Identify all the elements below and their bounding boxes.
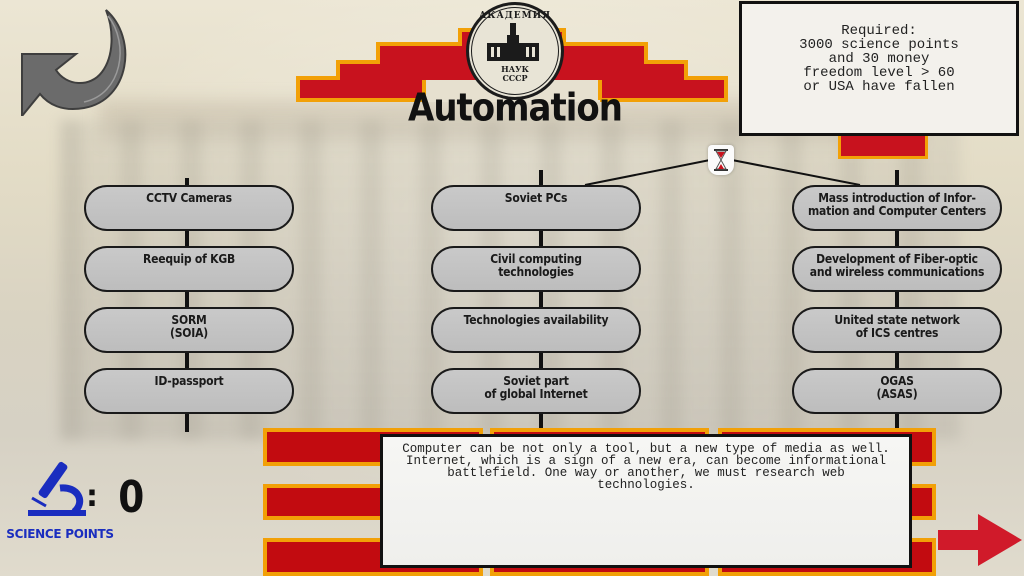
requirements-tab: [838, 134, 928, 159]
tech-node-label: Soviet PCs: [504, 191, 568, 205]
tech-node-label: Mass introduction of Infor- mation and C…: [807, 191, 987, 218]
building-icon: [487, 23, 539, 61]
tech-node-reequip-of-kgb[interactable]: Reequip of KGB: [84, 246, 294, 292]
curved-back-arrow-icon: [21, 9, 127, 119]
tech-node-soviet-pcs[interactable]: Soviet PCs: [431, 185, 641, 231]
science-points-colon: :: [86, 479, 98, 514]
tech-node-cctv-cameras[interactable]: CCTV Cameras: [84, 185, 294, 231]
tech-node-label: Soviet part of global Internet: [484, 374, 588, 401]
hourglass-icon: [714, 149, 728, 171]
description-panel: Computer can be not only a tool, but a n…: [380, 434, 912, 568]
seal-line-1: НАУК: [501, 64, 529, 74]
requirement-line: 3000 science points: [799, 37, 959, 53]
tech-node-label: CCTV Cameras: [146, 191, 232, 205]
requirements-panel: Required: 3000 science points and 30 mon…: [739, 1, 1019, 136]
tech-node-soviet-internet[interactable]: Soviet part of global Internet: [431, 368, 641, 414]
tech-node-label: Technologies availability: [463, 313, 609, 327]
tech-node-computer-centers[interactable]: Mass introduction of Infor- mation and C…: [792, 185, 1002, 231]
science-points-label: SCIENCE POINTS: [6, 527, 114, 541]
page-title: Automation: [408, 85, 623, 131]
science-points-value: 0: [118, 472, 145, 523]
requirement-line: Required:: [841, 23, 917, 39]
next-button[interactable]: [936, 512, 1024, 568]
tech-node-id-passport[interactable]: ID-passport: [84, 368, 294, 414]
academy-seal-logo: АКАДЕМИЯ НАУК СССР: [466, 2, 564, 100]
tech-node-fiber-optic[interactable]: Development of Fiber-optic and wireless …: [792, 246, 1002, 292]
microscope-icon: [28, 461, 86, 516]
requirement-line: or USA have fallen: [803, 79, 955, 95]
research-timer-badge: [708, 145, 734, 175]
description-text: Computer can be not only a tool, but a n…: [402, 442, 890, 492]
tech-node-civil-computing[interactable]: Civil computing technologies: [431, 246, 641, 292]
tech-node-label: Development of Fiber-optic and wireless …: [809, 252, 985, 279]
science-points-indicator: [26, 458, 98, 522]
tech-node-technologies-availability[interactable]: Technologies availability: [431, 307, 641, 353]
seal-top-text: АКАДЕМИЯ: [478, 11, 552, 21]
tech-node-label: ID-passport: [154, 374, 224, 388]
seal-bottom-text: НАУК СССР: [469, 65, 561, 83]
requirement-line: freedom level > 60: [803, 65, 955, 81]
tech-node-label: United state network of ICS centres: [834, 313, 960, 340]
tech-node-label: SORM (SOIA): [170, 313, 208, 340]
tech-node-label: OGAS (ASAS): [876, 374, 918, 401]
tech-node-ogas[interactable]: OGAS (ASAS): [792, 368, 1002, 414]
tech-node-label: Civil computing technologies: [490, 252, 582, 279]
seal-line-2: СССР: [502, 73, 528, 83]
tech-node-label: Reequip of KGB: [142, 252, 236, 266]
tech-node-sorm[interactable]: SORM (SOIA): [84, 307, 294, 353]
back-button[interactable]: [18, 8, 134, 119]
requirement-line: and 30 money: [828, 51, 930, 67]
tech-node-ics-network[interactable]: United state network of ICS centres: [792, 307, 1002, 353]
right-arrow-icon: [938, 514, 1022, 566]
